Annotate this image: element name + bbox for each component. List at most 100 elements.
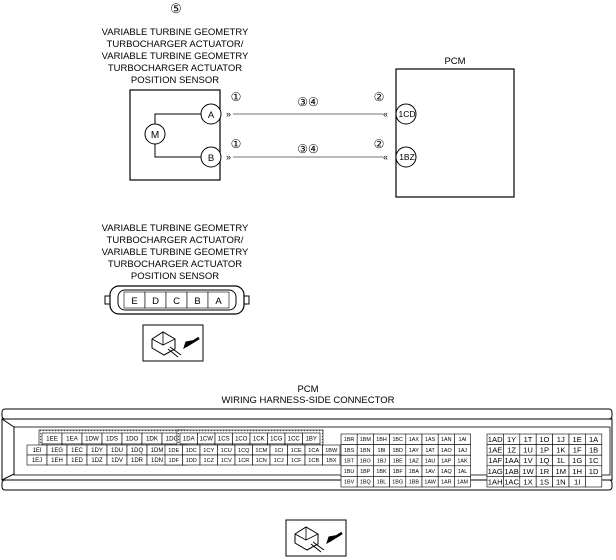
pcm-pin-label: 1Y — [507, 435, 516, 444]
pcm-pin-label: 1AA — [504, 456, 519, 465]
pcm-pin-label: 1CE — [291, 448, 302, 454]
wire-a-note-2: ② — [374, 90, 385, 104]
pcm-pin-label: 1EG — [51, 448, 63, 454]
pcm-pin-label: 1DV — [111, 458, 123, 464]
pcm-pin-label: 1EH — [51, 458, 63, 464]
pcm-pin-label: 1DR — [131, 458, 144, 464]
pcm-pin-1bz-circle — [395, 146, 417, 168]
pcm-pin-label: 1I — [574, 477, 580, 486]
pcm-pin-label: 1CZ — [203, 458, 214, 464]
motor-symbol — [144, 123, 166, 145]
pcm-pin-label: 1S — [540, 477, 549, 486]
connector-title-line: VARIABLE TURBINE GEOMETRY — [102, 223, 249, 234]
pcm-pin-label: 1AJ — [458, 448, 468, 454]
pcm-title: PCM — [444, 56, 465, 67]
pcm-pin-label: 1BC — [392, 437, 403, 443]
pcm-pin-label: 1G — [572, 456, 582, 465]
pcm-pin-label: 1DK — [146, 436, 159, 443]
pcm-pin-blocks: 1EE1EA1DW1DS1DO1DK1DG1EF1EB1DX1DT1DP1DL1… — [26, 429, 603, 488]
pcm-pin-label: 1AE — [488, 446, 502, 455]
motor-wire-top — [154, 113, 211, 124]
pcm-pin-label: 1D — [589, 467, 599, 476]
pcm-pin-label: 1CC — [288, 437, 301, 443]
pcm-pin-label: 1BP — [360, 469, 371, 475]
pcm-pin-label: 1BM — [360, 437, 372, 443]
pcm-pin-label: 1DA — [183, 437, 195, 443]
connector-title: VARIABLE TURBINE GEOMETRY TURBOCHARGER A… — [102, 223, 249, 282]
pcm-block-1ei: 1EI1EG1EC1DY1DU1DQ1DM1DI1EJ1EH1ED1DZ1DV1… — [26, 444, 188, 466]
pcm-pin-label: 1BO — [360, 458, 371, 464]
actuator-title-line: TURBOCHARGER ACTUATOR — [108, 63, 242, 74]
pcm-pin-label: 1CM — [255, 448, 267, 454]
pcm-pin-label: 1AQ — [441, 469, 452, 475]
pcm-pin-label: 1E — [573, 435, 582, 444]
pcm-pin-label: 1DS — [106, 436, 118, 443]
pcm-pin-label: 1BB — [409, 480, 420, 486]
connector-mark: » — [226, 109, 231, 119]
pcm-pin-label: 1BX — [326, 458, 337, 464]
pcm-pin-label: 1AZ — [409, 458, 420, 464]
pcm-pin-label: 1BE — [393, 458, 404, 464]
motor-wire-bottom — [154, 144, 211, 158]
pcm-pin-label: 1BY — [306, 437, 317, 443]
pcm-pin-label: 1DM — [151, 448, 164, 454]
pcm-pin-label: 1N — [556, 477, 566, 486]
pcm-pin-label: 1CV — [221, 458, 232, 464]
harness-side-view-icon — [285, 519, 347, 557]
pcm-pin-label: 1BS — [344, 448, 355, 454]
note-5-marker: ⑤ — [170, 1, 182, 16]
pcm-pin-label: 1BT — [344, 458, 355, 464]
pcm-pin-label: 1X — [523, 477, 532, 486]
pcm-pin-label: 1EI — [32, 448, 41, 454]
pcm-pin-label: 1BD — [392, 448, 403, 454]
pcm-pin-label: 1BV — [344, 480, 355, 486]
connector-mark: « — [383, 109, 388, 119]
pcm-pin-label: 1AC — [504, 477, 519, 486]
pcm-pin-label: 1BQ — [360, 480, 371, 486]
pcm-rail-top — [1, 408, 613, 420]
pcm-pin-label: 1BG — [392, 480, 403, 486]
wire-b-note-34: ③④ — [297, 142, 319, 156]
pcm-pin-label: 1AI — [458, 437, 466, 443]
pcm-pin-label: 1AP — [441, 458, 452, 464]
pcm-pin-label: 1CN — [256, 458, 267, 464]
pcm-pin-label: 1CF — [291, 458, 302, 464]
pcm-pin-label: 1BR — [344, 437, 355, 443]
connector-latch-left — [104, 295, 111, 305]
pcm-pin-label: 1P — [540, 446, 549, 455]
connector-pin-label: B — [194, 296, 200, 307]
connector-mark: « — [383, 152, 388, 162]
pcm-pin-label: 1CB — [308, 458, 319, 464]
actuator-box — [129, 89, 221, 181]
wire-b-note-2: ② — [374, 137, 385, 151]
actuator-title-line: POSITION SENSOR — [131, 75, 219, 86]
pcm-pin-label: 1V — [523, 456, 533, 465]
pcm-pin-label: 1B — [589, 446, 598, 455]
pcm-pin-label: 1BN — [360, 448, 371, 454]
pcm-pin-label: 1W — [522, 467, 534, 476]
connector-title-line: TURBOCHARGER ACTUATOR/ — [107, 235, 244, 246]
pcm-pin-label: 1A — [589, 435, 599, 444]
pcm-pin-label: 1AL — [458, 469, 468, 475]
pcm-pin-label: 1EC — [71, 448, 83, 454]
connector-pin-label: A — [215, 296, 222, 307]
pcm-pin-label: 1H — [572, 467, 582, 476]
pcm-pin-label: 1CO — [235, 437, 248, 443]
pcm-pin-1cd-label: 1CD — [398, 109, 415, 119]
pcm-pin-label: 1Q — [539, 456, 549, 465]
terminal-a-circle — [200, 103, 222, 125]
pcm-pin-label: 1EA — [66, 436, 79, 443]
pcm-pin-label: 1DU — [111, 448, 123, 454]
terminal-b-label: B — [208, 153, 214, 164]
pcm-pin-label: 1EJ — [32, 458, 42, 464]
pcm-pin-label: 1BA — [409, 469, 420, 475]
pcm-pin-label: 1BW — [325, 448, 338, 454]
pcm-pin-label: 1CS — [218, 437, 230, 443]
pcm-connector-face — [13, 426, 611, 476]
connector-latch-right — [243, 295, 250, 305]
pcm-pin-label: 1AO — [441, 448, 452, 454]
pcm-pin-label: 1CU — [221, 448, 232, 454]
pcm-pin-label: 1C — [589, 456, 599, 465]
pcm-pin-label: 1CQ — [238, 448, 250, 454]
